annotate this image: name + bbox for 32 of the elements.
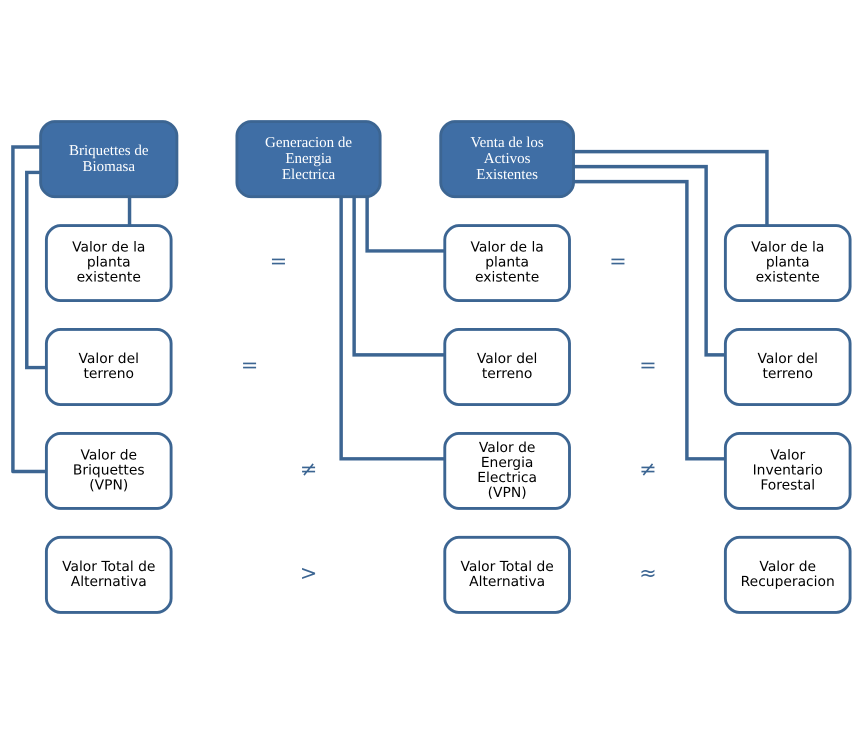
label: = (609, 249, 627, 274)
connector (365, 197, 444, 253)
node-box: Venta de los Activos Existentes (439, 120, 575, 198)
label: = (240, 353, 258, 378)
node-box: Valor de la planta existente (724, 224, 852, 302)
node-box: Valor Total de Alternativa (443, 536, 571, 614)
label: > (300, 560, 318, 585)
label: ≠ (639, 457, 657, 482)
label: ≠ (300, 457, 318, 482)
label: = (639, 353, 657, 378)
node-box: Valor del terreno (44, 328, 173, 406)
connector (128, 196, 132, 226)
node-box: Valor de Recuperacion (724, 536, 852, 614)
label: = (270, 249, 288, 274)
node-box: Valor Total de Alternativa (44, 536, 173, 614)
label: ≈ (639, 560, 657, 585)
node-box: Valor de la planta existente (443, 224, 571, 302)
connector (25, 170, 46, 370)
node-box: Valor del terreno (724, 328, 852, 406)
node-box: Valor de Briquettes (VPN) (44, 432, 173, 510)
connector (574, 180, 725, 461)
connector (574, 164, 726, 357)
connector (11, 145, 46, 474)
connector (574, 150, 769, 226)
node-box: Valor Inventario Forestal (724, 432, 852, 510)
node-box: Valor de la planta existente (44, 224, 173, 302)
node-box: Briquettes de Biomasa (39, 120, 178, 198)
connector (352, 196, 444, 357)
node-box: Valor de Energia Electrica (VPN) (443, 432, 571, 510)
connector (339, 196, 444, 461)
node-box: Valor del terreno (443, 328, 571, 406)
node-box: Generacion de Energia Electrica (235, 120, 382, 198)
